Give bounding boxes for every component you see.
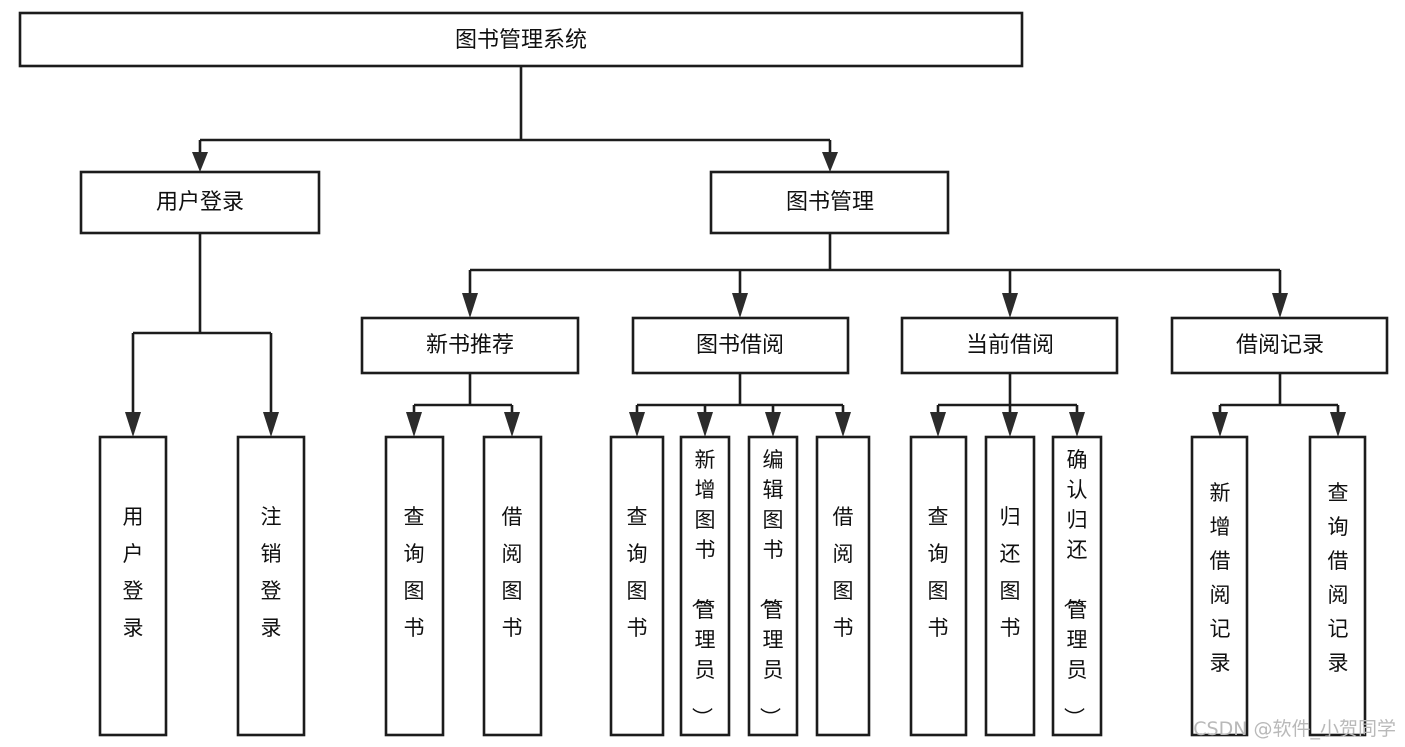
node-leaf-borrow-book[interactable]: 借阅图书 [815, 435, 871, 737]
node-new-book-rec-box[interactable] [360, 316, 580, 375]
node-leaf-edit-book-box[interactable] [747, 435, 799, 737]
arrow-head-leaf-query-book-borrow [629, 412, 645, 437]
arrow-head-leaf-add-record [1212, 412, 1228, 437]
node-borrow-record-label: 借阅记录 [1236, 333, 1324, 358]
node-leaf-user-login-label: 用户登录 [123, 505, 144, 640]
node-leaf-user-login[interactable]: 用户登录 [98, 435, 168, 737]
node-borrow-record[interactable]: 借阅记录 [1170, 316, 1389, 375]
node-book-borrow[interactable]: 图书借阅 [631, 316, 850, 375]
node-current-borrow-label: 当前借阅 [966, 333, 1054, 358]
node-leaf-query-book-current-label: 查询图书 [928, 505, 949, 640]
node-leaf-user-logout[interactable]: 注销登录 [236, 435, 306, 737]
node-leaf-confirm-return-label: 确认归还（管理员） [1062, 448, 1088, 728]
node-leaf-edit-book[interactable]: 编辑图书（管理员） [747, 435, 799, 737]
node-book-borrow-label: 图书借阅 [696, 333, 784, 358]
node-user-login-label: 用户登录 [156, 190, 244, 215]
arrow-head-current-borrow [1002, 293, 1018, 318]
arrow-head-leaf-add-book [697, 412, 713, 437]
node-new-book-rec-label: 新书推荐 [426, 333, 514, 358]
node-leaf-borrow-book-rec[interactable]: 借阅图书 [482, 435, 543, 737]
arrow-head-leaf-user-login [125, 412, 141, 437]
node-leaf-query-book-borrow-label: 查询图书 [627, 505, 648, 640]
node-root-label: 图书管理系统 [455, 28, 587, 53]
node-leaf-query-record[interactable]: 查询借阅记录 [1308, 435, 1367, 737]
arrow-head-leaf-query-book-rec [406, 412, 422, 437]
arrow-head-leaf-borrow-book-rec [504, 412, 520, 437]
arrow-head-user-login [192, 152, 208, 172]
node-leaf-user-login-box[interactable] [98, 435, 168, 737]
node-leaf-query-book-rec-label: 查询图书 [404, 505, 425, 640]
node-book-manage-box[interactable] [709, 170, 950, 235]
node-root-box[interactable] [18, 11, 1024, 68]
node-new-book-rec[interactable]: 新书推荐 [360, 316, 580, 375]
node-leaf-confirm-return-box[interactable] [1051, 435, 1103, 737]
node-leaf-query-book-borrow-box[interactable] [609, 435, 665, 737]
arrow-head-leaf-query-record [1330, 412, 1346, 437]
node-leaf-add-book-label: 新增图书（管理员） [690, 448, 716, 728]
node-leaf-borrow-book-rec-box[interactable] [482, 435, 543, 737]
node-current-borrow-box[interactable] [900, 316, 1119, 375]
connector-layer [125, 66, 1346, 437]
node-leaf-add-book-box[interactable] [679, 435, 731, 737]
node-borrow-record-box[interactable] [1170, 316, 1389, 375]
arrow-head-book-manage [822, 152, 838, 172]
node-book-manage-label: 图书管理 [786, 190, 874, 215]
arrow-head-book-borrow [732, 293, 748, 318]
node-user-login-box[interactable] [79, 170, 321, 235]
node-leaf-query-record-box[interactable] [1308, 435, 1367, 737]
node-leaf-user-logout-label: 注销登录 [261, 505, 282, 640]
node-book-manage[interactable]: 图书管理 [709, 170, 950, 235]
node-root[interactable]: 图书管理系统 [18, 11, 1024, 68]
node-leaf-add-record-label: 新增借阅记录 [1210, 481, 1231, 675]
node-leaf-query-book-borrow[interactable]: 查询图书 [609, 435, 665, 737]
node-user-login[interactable]: 用户登录 [79, 170, 321, 235]
node-leaf-add-record[interactable]: 新增借阅记录 [1190, 435, 1249, 737]
arrow-head-leaf-query-book-current [930, 412, 946, 437]
node-leaf-query-record-label: 查询借阅记录 [1328, 481, 1349, 675]
node-leaf-borrow-book-box[interactable] [815, 435, 871, 737]
node-book-borrow-box[interactable] [631, 316, 850, 375]
arrow-head-leaf-edit-book [765, 412, 781, 437]
node-leaf-return-book-label: 归还图书 [1000, 505, 1021, 640]
csdn-watermark: CSDN @软件_小贺同学 [1193, 718, 1396, 740]
arrow-head-leaf-return-book [1002, 412, 1018, 437]
node-current-borrow[interactable]: 当前借阅 [900, 316, 1119, 375]
node-leaf-user-logout-box[interactable] [236, 435, 306, 737]
node-leaf-edit-book-label: 编辑图书（管理员） [758, 448, 784, 728]
node-leaf-confirm-return[interactable]: 确认归还（管理员） [1051, 435, 1103, 737]
node-leaf-borrow-book-label: 借阅图书 [833, 505, 854, 640]
node-leaf-add-book[interactable]: 新增图书（管理员） [679, 435, 731, 737]
arrow-head-borrow-record [1272, 293, 1288, 318]
node-leaf-query-book-rec-box[interactable] [384, 435, 445, 737]
node-leaf-borrow-book-rec-label: 借阅图书 [502, 505, 523, 640]
node-leaf-add-record-box[interactable] [1190, 435, 1249, 737]
arrow-head-leaf-borrow-book [835, 412, 851, 437]
arrow-head-leaf-user-logout [263, 412, 279, 437]
node-leaf-query-book-rec[interactable]: 查询图书 [384, 435, 445, 737]
node-leaf-query-book-current[interactable]: 查询图书 [909, 435, 968, 737]
node-leaf-return-book[interactable]: 归还图书 [984, 435, 1036, 737]
node-leaf-query-book-current-box[interactable] [909, 435, 968, 737]
node-leaf-return-book-box[interactable] [984, 435, 1036, 737]
arrow-head-leaf-confirm-return [1069, 412, 1085, 437]
arrow-head-new-book-rec [462, 293, 478, 318]
